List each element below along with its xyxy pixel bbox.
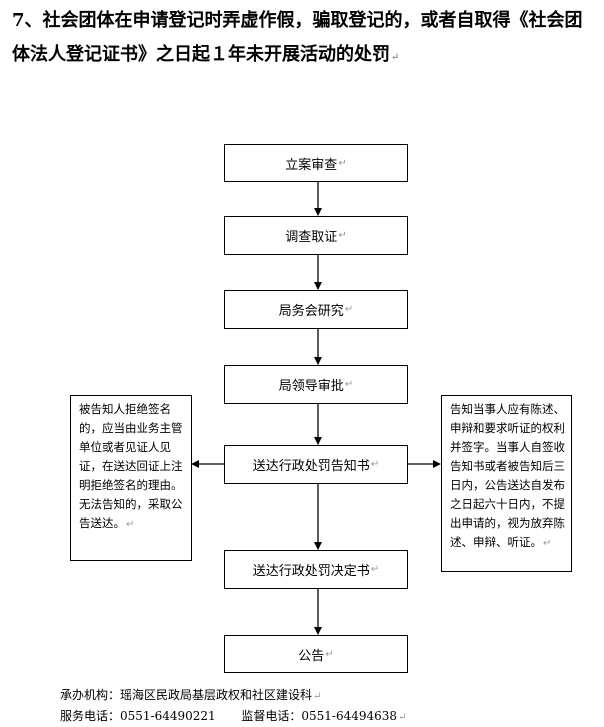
step-decision-delivery: 送达行政处罚决定书↵ (224, 550, 408, 589)
supervise-phone: 0551-64494638 (301, 709, 398, 723)
footer-phones: 服务电话：0551-64490221 监督电话：0551-64494638↵ (60, 709, 407, 723)
step-notice-delivery: 送达行政处罚告知书↵ (224, 445, 408, 484)
service-phone: 0551-64490221 (120, 709, 216, 723)
right-note-box: 告知当事人应有陈述、申辩和要求听证的权利并签字。当事人自签收告知书或者被告知后三… (441, 395, 572, 572)
page-title: 7、社会团体在申请登记时弄虚作假，骗取登记的，或者自取得《社会团体法人登记证书》… (12, 10, 583, 65)
step-investigation: 调查取证↵ (224, 216, 408, 255)
step-leader-approval: 局领导审批↵ (224, 365, 408, 404)
left-note-box: 被告知人拒绝签名的，应当由业务主管单位或者见证人见证，在送达回证上注明拒绝签名的… (70, 395, 192, 561)
step-bureau-meeting: 局务会研究↵ (224, 290, 408, 329)
step-announcement: 公告↵ (224, 635, 408, 673)
footer-org: 承办机构：瑶海区民政局基层政权和社区建设科↵ (60, 688, 322, 702)
step-filing-review: 立案审查↵ (224, 144, 408, 182)
